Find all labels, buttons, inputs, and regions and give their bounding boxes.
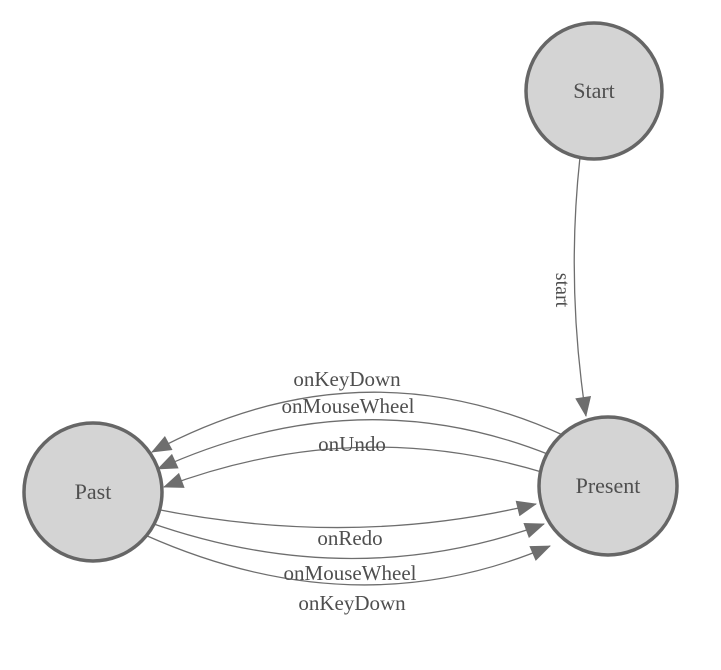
- edge-label-onundo: onUndo: [318, 432, 386, 456]
- edge-label-onmousewheel-top: onMouseWheel: [282, 394, 415, 418]
- start-state-circle[interactable]: [524, 21, 664, 161]
- edge-past-to-present-onredo[interactable]: [149, 500, 537, 529]
- edge-label-start: start: [551, 273, 573, 308]
- node-start: Start: [524, 21, 664, 161]
- edge-label-onmousewheel-bottom: onMouseWheel: [284, 561, 417, 585]
- node-past: Past: [22, 421, 164, 563]
- edge-label-onkeydown-bottom: onKeyDown: [298, 591, 406, 615]
- edge-past-to-present-onmousewheel[interactable]: [147, 521, 545, 560]
- past-state-label: Past: [75, 479, 112, 504]
- start-state-label: Start: [573, 78, 615, 103]
- edges: [144, 156, 592, 586]
- node-present: Present: [537, 415, 679, 557]
- present-state-circle[interactable]: [537, 415, 679, 557]
- edge-past-to-present-onkeydown[interactable]: [144, 534, 551, 586]
- edge-present-to-past-onundo[interactable]: [163, 446, 546, 488]
- edge-label-onkeydown-top: onKeyDown: [293, 367, 401, 391]
- edge-label-onredo: onRedo: [317, 526, 382, 550]
- present-state-label: Present: [576, 473, 641, 498]
- edge-present-to-past-onkeydown[interactable]: [151, 391, 566, 453]
- edge-labels: start onKeyDown onMouseWheel onUndo onRe…: [282, 273, 573, 615]
- edge-start-to-present[interactable]: [573, 156, 592, 417]
- edge-present-to-past-onmousewheel[interactable]: [157, 419, 551, 470]
- past-state-circle[interactable]: [22, 421, 164, 563]
